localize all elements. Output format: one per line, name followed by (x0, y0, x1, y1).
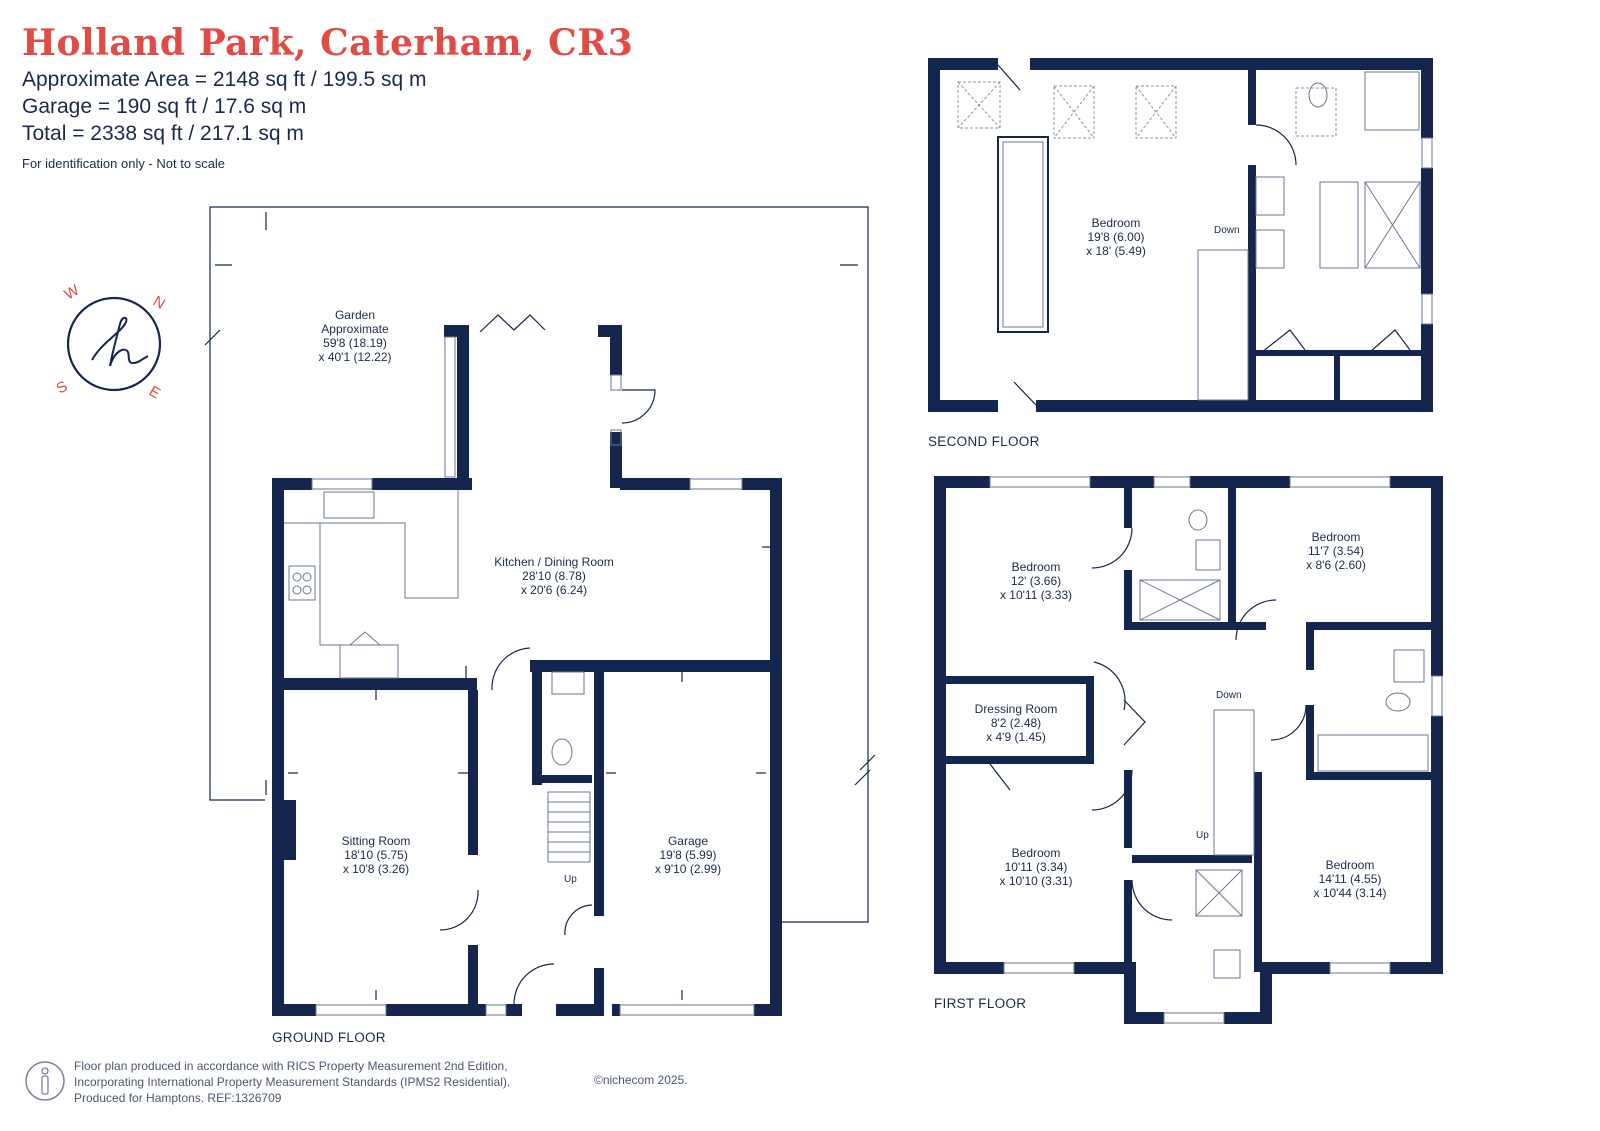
person-info-icon (25, 1061, 65, 1101)
garden-label: Garden Approximate 59'8 (18.19) x 40'1 (… (318, 308, 392, 364)
brand-credit: ©nichecom 2025. (594, 1073, 688, 1087)
garage-area: Garage = 190 sq ft / 17.6 sq m (22, 95, 307, 118)
ground-floor-label: GROUND FLOOR (272, 1030, 386, 1045)
first-floor-bedroom-4-label: Bedroom 14'11 (4.55) x 10'44 (3.14) (1313, 858, 1387, 900)
first-stairs-down-label: Down (1216, 690, 1242, 701)
second-floor-skylights (957, 81, 1337, 139)
first-floor-fixtures (989, 476, 1443, 1024)
garage-label: Garage 19'8 (5.99) x 9'10 (2.99) (654, 834, 722, 876)
footer-text: Floor plan produced in accordance with R… (74, 1059, 511, 1105)
h-signature-icon (91, 316, 149, 367)
first-floor-bedroom-2-label: Bedroom 11'7 (3.54) x 8'6 (2.60) (1306, 530, 1366, 572)
ground-stairs-up-label: Up (564, 874, 577, 885)
first-floor-walls (934, 476, 1443, 1024)
second-floor-walls (928, 58, 1433, 412)
first-floor-bedroom-1-label: Bedroom 12' (3.66) x 10'11 (3.33) (999, 560, 1073, 602)
ground-floor-walls (272, 325, 782, 1016)
identification-note: For identification only - Not to scale (22, 156, 226, 171)
ground-dimension-markers (215, 212, 858, 1000)
sitting-room-label: Sitting Room 18'10 (5.75) x 10'8 (3.26) (341, 834, 411, 876)
ground-stairs (547, 791, 591, 863)
compass-ring (66, 296, 162, 392)
second-stairs-down-label: Down (1214, 225, 1240, 236)
first-stairs-up-label: Up (1196, 830, 1209, 841)
second-floor-fixtures (997, 71, 1433, 401)
second-floor-bedroom-label: Bedroom 19'8 (6.00) x 18' (5.49) (1086, 216, 1146, 258)
area-summary: Approximate Area = 2148 sq ft / 199.5 sq… (22, 66, 427, 147)
compass-logo: W N S E (54, 282, 168, 402)
dressing-room-label: Dressing Room 8'2 (2.48) x 4'9 (1.45) (974, 702, 1058, 744)
first-floor-label: FIRST FLOOR (934, 996, 1027, 1011)
garden-boundary (209, 206, 869, 923)
kitchen-dining-label: Kitchen / Dining Room 28'10 (8.78) x 20'… (494, 555, 614, 597)
ground-windows (311, 336, 755, 1016)
second-floor-label: SECOND FLOOR (928, 434, 1040, 449)
first-floor-bedroom-3-label: Bedroom 10'11 (3.34) x 10'10 (3.31) (999, 846, 1073, 888)
page-title: Holland Park, Caterham, CR3 (22, 22, 634, 64)
approximate-area: Approximate Area = 2148 sq ft / 199.5 sq… (22, 68, 427, 91)
total-area: Total = 2338 sq ft / 217.1 sq m (22, 122, 304, 145)
kitchen-units (284, 490, 459, 679)
